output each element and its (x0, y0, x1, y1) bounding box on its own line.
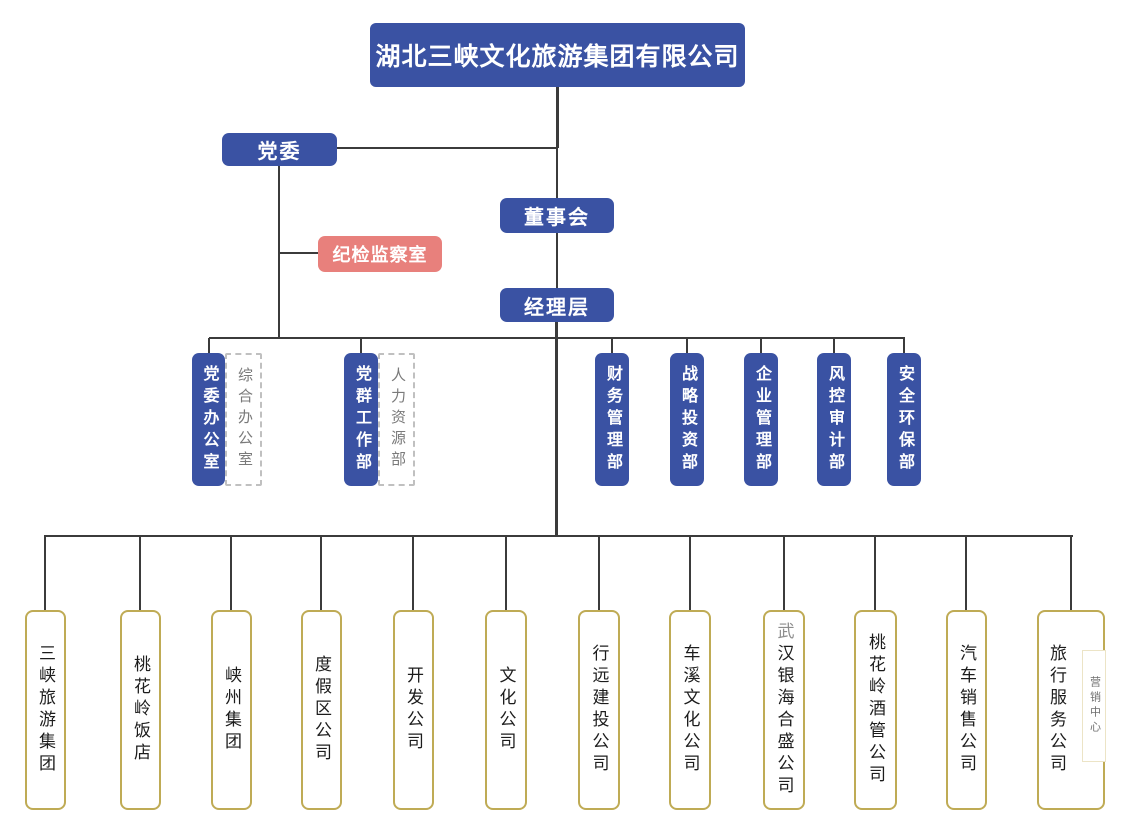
dept-safety-environment-label: 安全环保部 (896, 364, 913, 475)
node-sub-xingyuan-construction: 行远建投公司 (578, 610, 620, 810)
sub-label: 桃花岭酒管公司 (866, 633, 885, 787)
node-group-title: 湖北三峡文化旅游集团有限公司 (370, 23, 745, 87)
sub-label: 开发公司 (404, 666, 423, 754)
node-attached-hr-dept: 人力资源部 (378, 353, 415, 486)
sub-label: 旅行服务公司 (1047, 644, 1066, 776)
sub-label: 峡州集团 (222, 666, 241, 754)
connector-dept-stub (208, 338, 210, 353)
connector-sub-stub (965, 536, 967, 610)
sub-label: 汽车销售公司 (957, 644, 976, 776)
discipline-office-label: 纪检监察室 (332, 245, 428, 265)
node-sub-chexi-culture: 车溪文化公司 (669, 610, 711, 810)
attached-hr-dept-label: 人力资源部 (389, 367, 405, 472)
connector-sub-stub (139, 536, 141, 610)
connector-dept-stub (903, 338, 905, 353)
connector-trunk-top (556, 87, 559, 148)
node-sub-wuhan-yinhai-hesheng: 武汉银海合盛公司 (763, 610, 805, 810)
dept-enterprise-management-label: 企业管理部 (753, 364, 770, 475)
connector-sub-stub (689, 536, 691, 610)
connector-sub-stub (598, 536, 600, 610)
node-sub-development-company: 开发公司 (393, 610, 434, 810)
node-dept-party-mass-work: 党群工作部 (344, 353, 378, 486)
node-dept-finance: 财务管理部 (595, 353, 629, 486)
node-sub-taohualing-hotel-management: 桃花岭酒管公司 (854, 610, 897, 810)
node-dept-enterprise-management: 企业管理部 (744, 353, 778, 486)
connector-trunk-bottom (555, 322, 558, 537)
group-title-label: 湖北三峡文化旅游集团有限公司 (375, 44, 740, 71)
connector-trunk-management (556, 233, 558, 288)
sub-label: 桃花岭饭店 (131, 655, 150, 765)
board-label: 董事会 (524, 207, 590, 229)
sub-label: 度假区公司 (312, 655, 331, 765)
connector-dept-stub (360, 338, 362, 353)
node-dept-party-office: 党委办公室 (192, 353, 225, 486)
node-discipline-office: 纪检监察室 (318, 236, 442, 272)
connector-sub-stub (505, 536, 507, 610)
dept-party-mass-work-label: 党群工作部 (353, 364, 370, 475)
connector-dept-stub (611, 338, 613, 353)
node-sub-xiazhou-group: 峡州集团 (211, 610, 252, 810)
attached-general-office-label: 综合办公室 (236, 367, 252, 472)
connector-trunk-board (556, 148, 558, 198)
connector-dept-stub (686, 338, 688, 353)
connector-sub-stub (874, 536, 876, 610)
dept-risk-audit-label: 风控审计部 (826, 364, 843, 475)
sub-label: 武汉银海合盛公司 (774, 622, 794, 798)
connector-discipline (279, 252, 318, 254)
connector-sub-stub (1070, 536, 1072, 610)
connector-sub-horizontal (44, 535, 1073, 537)
sub-label: 三峡旅游集团 (36, 644, 55, 776)
node-dept-risk-audit: 风控审计部 (817, 353, 851, 486)
attached-marketing-center-label: 营销中心 (1088, 676, 1101, 736)
connector-dept-horizontal (209, 337, 905, 339)
sub-label: 行远建投公司 (589, 644, 609, 776)
sub-label: 车溪文化公司 (680, 644, 700, 776)
dept-party-office-label: 党委办公室 (200, 364, 218, 475)
connector-sub-stub (230, 536, 232, 610)
management-label: 经理层 (524, 296, 590, 319)
node-attached-general-office: 综合办公室 (225, 353, 262, 486)
node-dept-strategy-investment: 战略投资部 (670, 353, 704, 486)
node-sub-taohualing-hotel: 桃花岭饭店 (120, 610, 161, 810)
node-sub-sanxia-tourism-group: 三峡旅游集团 (25, 610, 66, 810)
node-dept-safety-environment: 安全环保部 (887, 353, 921, 486)
connector-party-horizontal (337, 147, 558, 149)
node-sub-resort-company: 度假区公司 (301, 610, 342, 810)
node-party-committee: 党委 (222, 133, 337, 166)
connector-sub-stub (412, 536, 414, 610)
node-sub-auto-sales: 汽车销售公司 (946, 610, 987, 810)
node-sub-culture-company: 文化公司 (485, 610, 527, 810)
party-committee-label: 党委 (257, 141, 302, 163)
dept-strategy-investment-label: 战略投资部 (679, 364, 696, 475)
connector-dept-stub (760, 338, 762, 353)
dept-finance-label: 财务管理部 (604, 364, 621, 475)
node-sub-travel-service: 旅行服务公司 营销中心 (1037, 610, 1106, 810)
connector-sub-stub (783, 536, 785, 610)
connector-sub-stub (44, 536, 46, 610)
connector-sub-stub (320, 536, 322, 610)
node-attached-marketing-center: 营销中心 (1082, 650, 1106, 762)
node-board: 董事会 (500, 198, 614, 233)
sub-label: 文化公司 (496, 666, 516, 754)
connector-dept-stub (833, 338, 835, 353)
node-management: 经理层 (500, 288, 614, 322)
